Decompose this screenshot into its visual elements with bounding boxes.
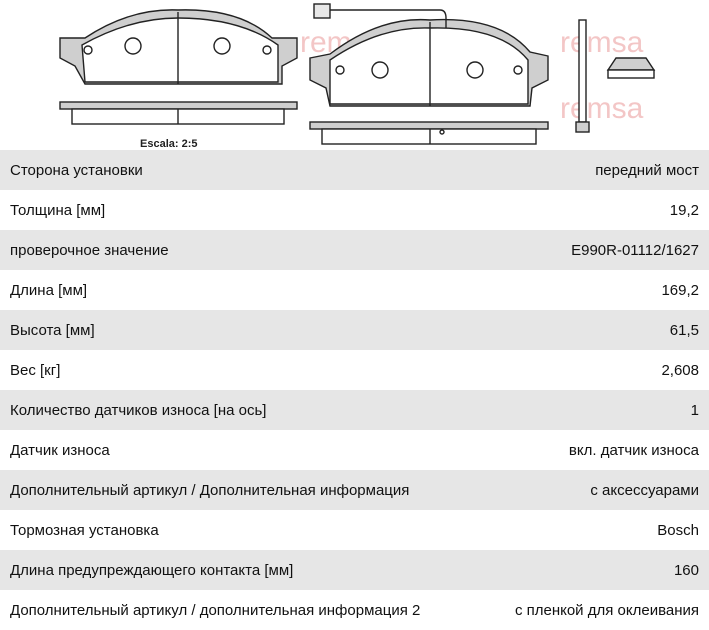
spec-value: Bosch bbox=[657, 521, 699, 539]
wear-sensor bbox=[313, 3, 447, 28]
spec-value: с аксессуарами bbox=[590, 481, 699, 499]
right-pad-front bbox=[309, 18, 549, 107]
spec-value: передний мост bbox=[595, 161, 699, 179]
spec-label: Количество датчиков износа [на ось] bbox=[10, 401, 267, 419]
spec-value: 61,5 bbox=[669, 321, 699, 339]
spec-value: 2,608 bbox=[661, 361, 699, 379]
table-row: Длина предупреждающего контакта [мм] 160 bbox=[0, 550, 709, 590]
spec-label: Высота [мм] bbox=[10, 321, 95, 339]
spec-label: Тормозная установка bbox=[10, 521, 159, 539]
table-row: проверочное значение E990R-01112/1627 bbox=[0, 230, 709, 270]
table-row: Высота [мм] 61,5 bbox=[0, 310, 709, 350]
spec-label: Датчик износа bbox=[10, 441, 110, 459]
spec-label: Дополнительный артикул / дополнительная … bbox=[10, 601, 421, 619]
spec-value: 1 bbox=[690, 401, 699, 419]
accessory-pin bbox=[575, 19, 590, 133]
spec-table: Сторона установки передний мост Толщина … bbox=[0, 150, 709, 630]
table-row: Датчик износа вкл. датчик износа bbox=[0, 430, 709, 470]
spec-label: Толщина [мм] bbox=[10, 201, 106, 219]
spec-label: Сторона установки bbox=[10, 161, 143, 179]
spec-value: 19,2 bbox=[669, 201, 699, 219]
table-row: Сторона установки передний мост bbox=[0, 150, 709, 190]
table-row: Толщина [мм] 19,2 bbox=[0, 190, 709, 230]
spec-label: Длина предупреждающего контакта [мм] bbox=[10, 561, 294, 579]
left-pad-side bbox=[59, 101, 298, 125]
spec-value: E990R-01112/1627 bbox=[571, 241, 699, 259]
spec-value: с пленкой для оклеивания bbox=[514, 601, 699, 619]
table-row: Количество датчиков износа [на ось] 1 bbox=[0, 390, 709, 430]
spec-label: Длина [мм] bbox=[10, 281, 88, 299]
table-row: Длина [мм] 169,2 bbox=[0, 270, 709, 310]
table-row: Дополнительный артикул / дополнительная … bbox=[0, 590, 709, 630]
spec-value: 169,2 bbox=[661, 281, 699, 299]
spec-value: вкл. датчик износа bbox=[568, 441, 699, 459]
technical-drawing: remsa remsa remsa remsa remsa bbox=[0, 0, 709, 150]
table-row: Тормозная установка Bosch bbox=[0, 510, 709, 550]
watermark-5: remsa bbox=[560, 92, 644, 125]
table-row: Вес [кг] 2,608 bbox=[0, 350, 709, 390]
spec-label: Вес [кг] bbox=[10, 361, 61, 379]
accessory-clip bbox=[606, 57, 656, 79]
spec-label: Дополнительный артикул / Дополнительная … bbox=[10, 481, 410, 499]
spec-value: 160 bbox=[673, 561, 699, 579]
table-row: Дополнительный артикул / Дополнительная … bbox=[0, 470, 709, 510]
left-pad-front bbox=[59, 9, 298, 85]
right-pad-side bbox=[309, 121, 549, 145]
scale-label: Escala: 2:5 bbox=[140, 138, 198, 150]
brake-pad-drawing: remsa remsa remsa remsa remsa bbox=[59, 3, 656, 145]
watermark-3: remsa bbox=[560, 26, 644, 59]
spec-label: проверочное значение bbox=[10, 241, 169, 259]
